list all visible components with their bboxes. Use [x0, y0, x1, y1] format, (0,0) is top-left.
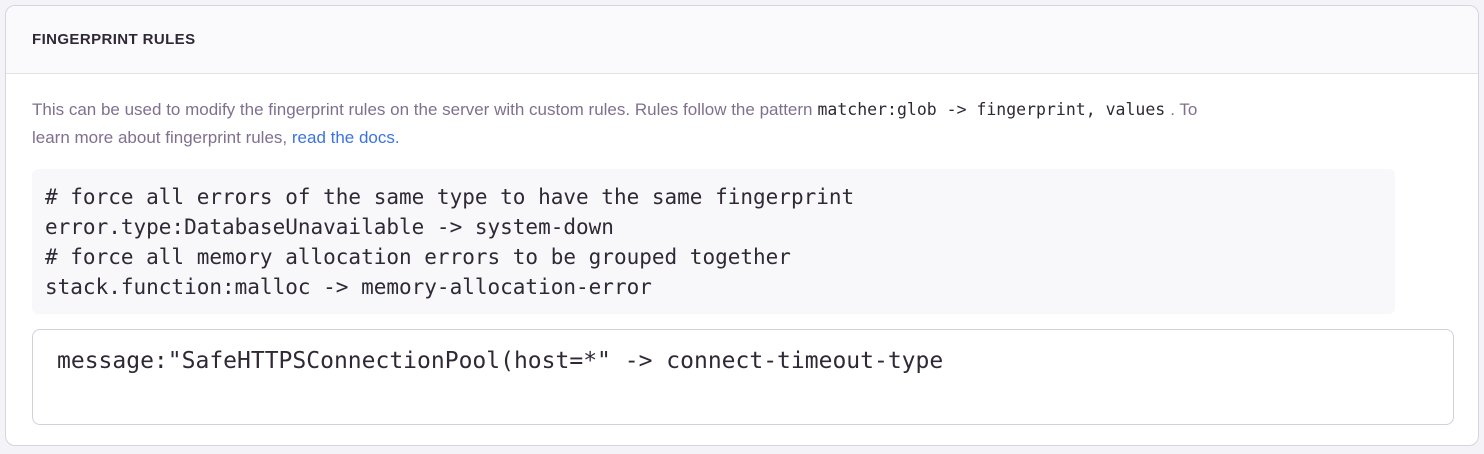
description-text-1: This can be used to modify the fingerpri…: [32, 100, 813, 119]
description-text-2: . To: [1170, 100, 1198, 119]
code-example-block: # force all errors of the same type to h…: [32, 169, 1395, 314]
inline-code-pattern: matcher:glob -> fingerprint, values: [817, 100, 1166, 119]
panel-header: FINGERPRINT RULES: [6, 6, 1478, 74]
panel-title: FINGERPRINT RULES: [32, 31, 196, 48]
read-the-docs-link[interactable]: read the docs.: [291, 128, 400, 147]
fingerprint-rules-panel: FINGERPRINT RULES This can be used to mo…: [5, 5, 1479, 446]
panel-body: This can be used to modify the fingerpri…: [6, 74, 1478, 445]
description-text-3: learn more about fingerprint rules,: [32, 128, 288, 147]
description: This can be used to modify the fingerpri…: [32, 96, 1452, 152]
fingerprint-rules-input[interactable]: message:"SafeHTTPSConnectionPool(host=*"…: [32, 329, 1454, 425]
